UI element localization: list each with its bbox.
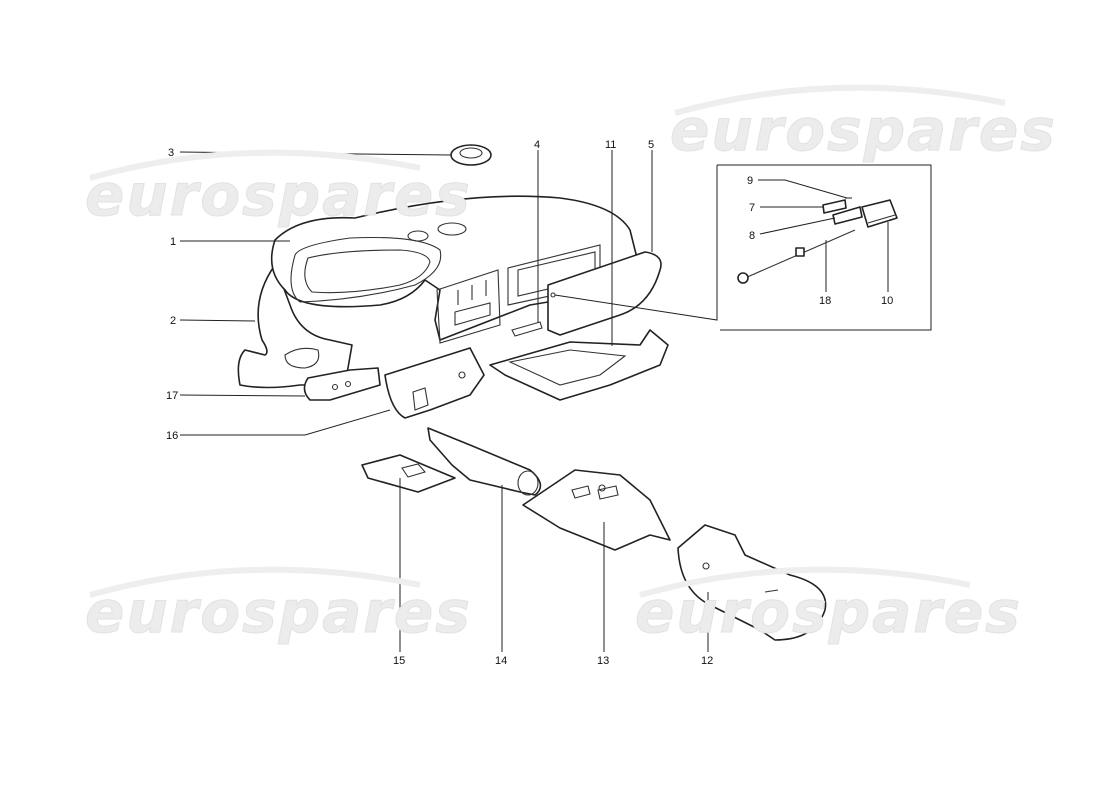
callout-10: 10 <box>881 295 893 307</box>
callout-7: 7 <box>749 202 755 214</box>
watermark-swoosh <box>639 566 971 598</box>
watermark-swoosh <box>89 149 421 181</box>
watermark-logo: eurospares <box>85 578 472 646</box>
callout-2: 2 <box>170 315 176 327</box>
part-18-release-cable <box>737 229 856 284</box>
part-15-bracket <box>361 454 456 493</box>
watermark-swoosh <box>674 84 1006 116</box>
part-14-column-shroud <box>427 427 542 496</box>
inset-lock-assembly <box>554 164 932 331</box>
part-7-plate <box>822 199 847 214</box>
callout-12: 12 <box>701 655 713 667</box>
part-17-trim-panel <box>303 367 381 401</box>
watermark-group: eurospares eurospares eurospares eurospa… <box>85 84 1057 647</box>
watermark-swoosh <box>89 566 421 598</box>
watermark-logo: eurospares <box>670 96 1057 164</box>
callout-15: 15 <box>393 655 405 667</box>
callout-1: 1 <box>170 236 176 248</box>
callout-3: 3 <box>168 147 174 159</box>
callout-13: 13 <box>597 655 609 667</box>
part-1-dashboard <box>270 195 639 344</box>
callout-4: 4 <box>534 139 540 151</box>
callout-17: 17 <box>166 390 178 402</box>
callout-8: 8 <box>749 230 755 242</box>
callout-18: 18 <box>819 295 831 307</box>
part-12-gear-boot <box>677 524 827 641</box>
part-13-center-console <box>522 469 671 551</box>
callout-11: 11 <box>605 139 616 151</box>
callout-9: 9 <box>747 175 753 187</box>
part-8-bracket <box>832 206 863 225</box>
callout-5: 5 <box>648 139 654 151</box>
callout-14: 14 <box>495 655 507 667</box>
part-10-lock <box>861 199 898 228</box>
watermark-logo: eurospares <box>85 161 472 229</box>
callout-16: 16 <box>166 430 178 442</box>
part-16-steering-cover <box>384 347 485 419</box>
watermark-logo: eurospares <box>635 578 1022 646</box>
part-2-dash-lower-panel <box>237 264 353 389</box>
callout-labels: 3 1 2 17 16 4 11 5 9 7 8 18 10 15 14 13 … <box>166 139 893 667</box>
part-11-console-tray <box>489 329 669 401</box>
